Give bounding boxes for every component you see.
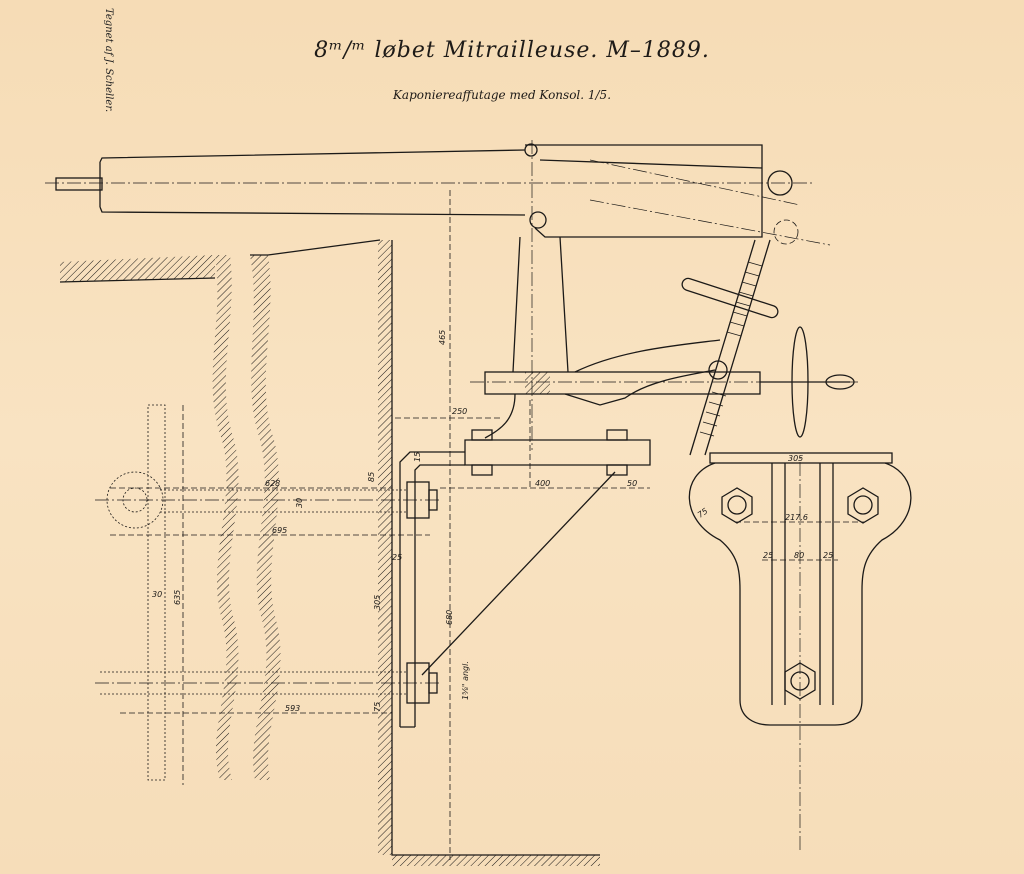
dim-75: 75 — [373, 702, 382, 712]
dim-593: 593 — [285, 704, 300, 713]
dim-30: 30 — [295, 498, 304, 508]
dim-25-left: 25 — [763, 551, 773, 560]
drawing-subtitle: Kaponiereaffutage med Konsol. 1/5. — [392, 88, 612, 102]
mount-pedestal — [484, 236, 855, 456]
dim-25-right: 25 — [823, 551, 833, 560]
dim-50: 50 — [627, 479, 637, 488]
anchor-bolts — [100, 404, 407, 785]
console-bracket — [399, 429, 651, 728]
dim-85: 85 — [367, 472, 376, 482]
dim-75-radius: 75 — [696, 506, 710, 519]
drawing-title: 8ᵐ/ᵐ løbet Mitrailleuse. M–1889. — [314, 38, 710, 63]
dim-25: 25 — [392, 553, 402, 562]
base-plate-front-view — [688, 452, 912, 726]
dim-400: 400 — [535, 479, 550, 488]
dim-30-bolt: 30 — [152, 590, 162, 599]
dim-80: 80 — [794, 551, 804, 560]
dim-250: 250 — [452, 407, 467, 416]
dim-628: 628 — [265, 479, 280, 488]
wall-section — [59, 239, 600, 866]
dim-680: 680 — [445, 610, 454, 625]
gun-barrel — [55, 143, 799, 245]
dim-305: 305 — [373, 595, 382, 610]
dim-angle-iron: 1⅝" angl. — [461, 661, 470, 700]
dim-217-6: 217,6 — [785, 513, 808, 522]
dim-635: 635 — [173, 590, 182, 605]
dim-305-plate: 305 — [788, 454, 803, 463]
dim-15: 15 — [413, 452, 422, 462]
dim-465: 465 — [438, 330, 447, 345]
dim-695: 695 — [272, 526, 287, 535]
dimension-lines — [110, 190, 880, 860]
